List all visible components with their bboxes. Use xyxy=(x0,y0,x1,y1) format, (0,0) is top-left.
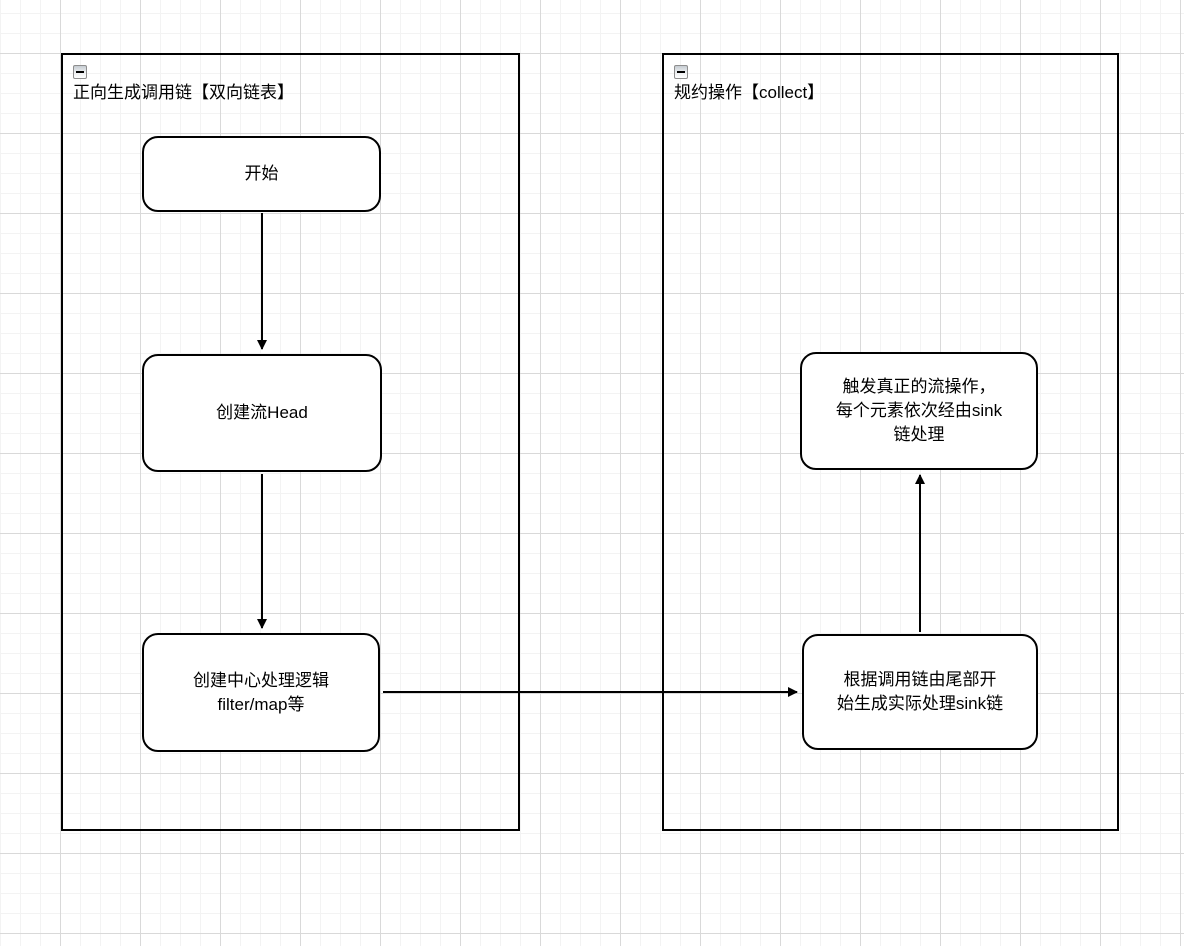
minus-icon xyxy=(76,71,84,73)
group-forward-chain[interactable]: 正向生成调用链【双向链表】 xyxy=(61,53,520,831)
node-trigger-stream[interactable]: 触发真正的流操作， 每个元素依次经由sink 链处理 xyxy=(800,352,1038,470)
minus-icon xyxy=(677,71,685,73)
group-collect[interactable]: 规约操作【collect】 xyxy=(662,53,1119,831)
node-label: 根据调用链由尾部开 始生成实际处理sink链 xyxy=(836,670,1004,713)
node-label: 开始 xyxy=(244,164,279,183)
node-label: 触发真正的流操作， 每个元素依次经由sink 链处理 xyxy=(835,377,1003,444)
node-create-head[interactable]: 创建流Head xyxy=(142,354,382,472)
node-start[interactable]: 开始 xyxy=(142,136,381,212)
collapse-button[interactable] xyxy=(73,65,87,79)
group-title: 规约操作【collect】 xyxy=(674,83,825,102)
group-title: 正向生成调用链【双向链表】 xyxy=(73,83,294,102)
node-build-sink[interactable]: 根据调用链由尾部开 始生成实际处理sink链 xyxy=(802,634,1038,750)
node-label: 创建中心处理逻辑 filter/map等 xyxy=(193,670,329,714)
node-create-ops[interactable]: 创建中心处理逻辑 filter/map等 xyxy=(142,633,380,752)
collapse-button[interactable] xyxy=(674,65,688,79)
node-label: 创建流Head xyxy=(216,403,308,422)
